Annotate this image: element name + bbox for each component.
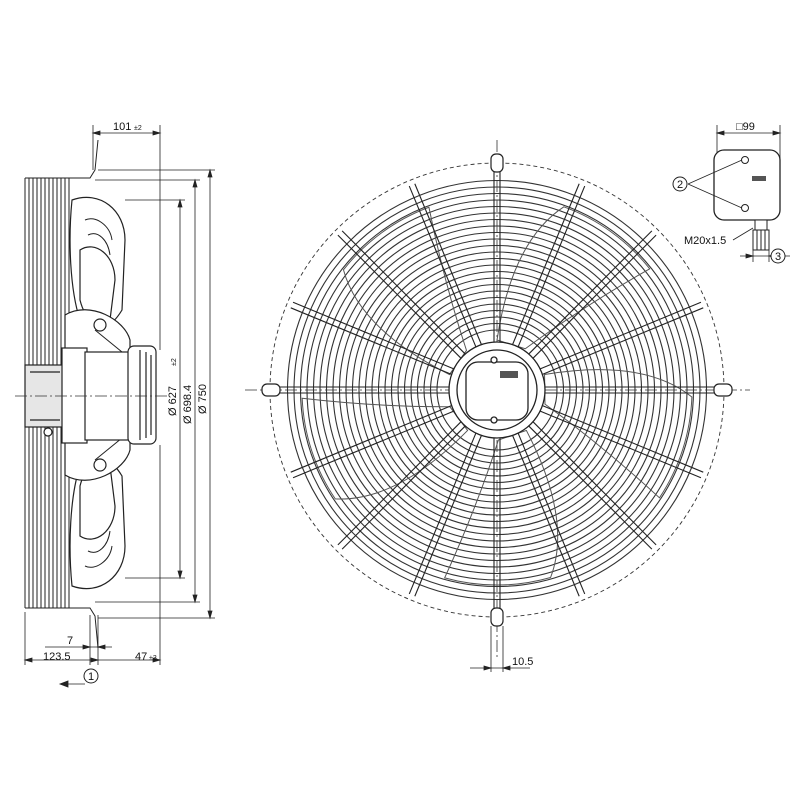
grille-ring	[429, 322, 565, 458]
dim-10-5-label: 10.5	[512, 656, 533, 668]
fan-blade	[342, 206, 468, 376]
grille-spoke	[408, 432, 477, 595]
side-dimension-lines	[23, 125, 215, 688]
grille-spoke	[414, 435, 482, 597]
grille-ring	[423, 316, 571, 464]
terminal-box: □99 2 M20x1.5 3	[672, 121, 790, 264]
grille-ring	[325, 218, 669, 562]
callout-3-label: 3	[775, 251, 781, 263]
diameter-627-label: Ø 627	[167, 386, 179, 416]
grille-spoke	[341, 425, 466, 550]
front-mounting-feet	[261, 153, 733, 627]
front-view: 10.5	[245, 140, 750, 672]
side-dimension-labels: 101 ±2 Ø 627 ±2 Ø 698.4 Ø 750 7 123.5 47…	[43, 121, 209, 663]
grille-spoke	[539, 410, 702, 479]
grille-ring	[403, 296, 591, 484]
callout-1-label: 1	[88, 671, 94, 683]
grille-ring	[299, 192, 695, 588]
front-grille-rings	[286, 179, 708, 601]
grille-spoke	[542, 307, 704, 375]
front-blades	[301, 206, 693, 586]
grille-spoke	[408, 185, 477, 348]
grille-spoke	[512, 435, 580, 597]
grille-ring	[358, 251, 636, 529]
dim-47-tolerance: ±3	[149, 655, 157, 662]
grille-spoke	[290, 405, 452, 473]
cable-gland-label: M20x1.5	[684, 235, 726, 247]
fan-blade	[544, 369, 693, 499]
grille-spoke	[528, 425, 653, 550]
grille-spoke	[542, 405, 704, 473]
grille-ring	[293, 186, 701, 594]
diameter-750-label: Ø 750	[197, 384, 209, 414]
grille-spoke	[517, 432, 586, 595]
grille-ring	[345, 238, 649, 542]
grille-spoke	[532, 421, 657, 546]
callout-1: 1	[83, 668, 99, 684]
grille-ring	[377, 270, 617, 510]
dim-47-label: 47	[135, 651, 147, 663]
grille-spoke	[528, 230, 653, 355]
diameter-698-label: Ø 698.4	[182, 385, 194, 424]
grille-ring	[397, 290, 597, 490]
grille-spoke	[337, 421, 462, 546]
grille-spoke	[341, 230, 466, 355]
grille-spoke	[539, 301, 702, 370]
grille-ring	[416, 309, 578, 471]
fan-blade	[496, 206, 651, 350]
fan-blade	[443, 429, 559, 586]
callout-2-label: 2	[677, 179, 683, 191]
grille-ring	[410, 303, 584, 477]
grille-ring	[319, 212, 675, 568]
fan-blade	[301, 397, 469, 500]
grille-ring	[364, 257, 630, 523]
callout-3: 3	[770, 248, 786, 264]
grille-ring	[390, 283, 604, 497]
grille-ring	[384, 277, 610, 503]
grille-spoke	[414, 183, 482, 345]
front-grille-spokes	[275, 168, 719, 612]
dim-7-label: 7	[67, 635, 73, 647]
grille-ring	[436, 329, 558, 451]
grille-spoke	[290, 307, 452, 375]
grille-spoke	[512, 183, 580, 345]
width-label: 101	[113, 121, 131, 133]
width-tolerance: ±2	[134, 125, 142, 132]
side-blade-details	[84, 218, 123, 568]
grille-ring	[332, 225, 662, 555]
grille-spoke	[292, 410, 455, 479]
grille-spoke	[292, 301, 455, 370]
grille-spoke	[517, 185, 586, 348]
grille-ring	[306, 199, 688, 581]
side-view: 101 ±2 Ø 627 ±2 Ø 698.4 Ø 750 7 123.5 47…	[15, 121, 215, 688]
grille-ring	[312, 205, 682, 575]
grille-spoke	[337, 234, 462, 359]
grille-spoke	[532, 234, 657, 359]
grille-ring	[351, 244, 643, 536]
terminal-box-size-label: □99	[736, 121, 755, 133]
grille-ring	[286, 179, 708, 601]
diameter-627-tolerance: ±2	[171, 358, 178, 366]
front-motor-hub	[448, 341, 546, 439]
front-dimension-lines	[470, 626, 530, 672]
grille-ring	[371, 264, 623, 516]
grille-ring	[338, 231, 656, 549]
callout-2: 2	[672, 176, 688, 192]
dim-123-5-label: 123.5	[43, 651, 71, 663]
